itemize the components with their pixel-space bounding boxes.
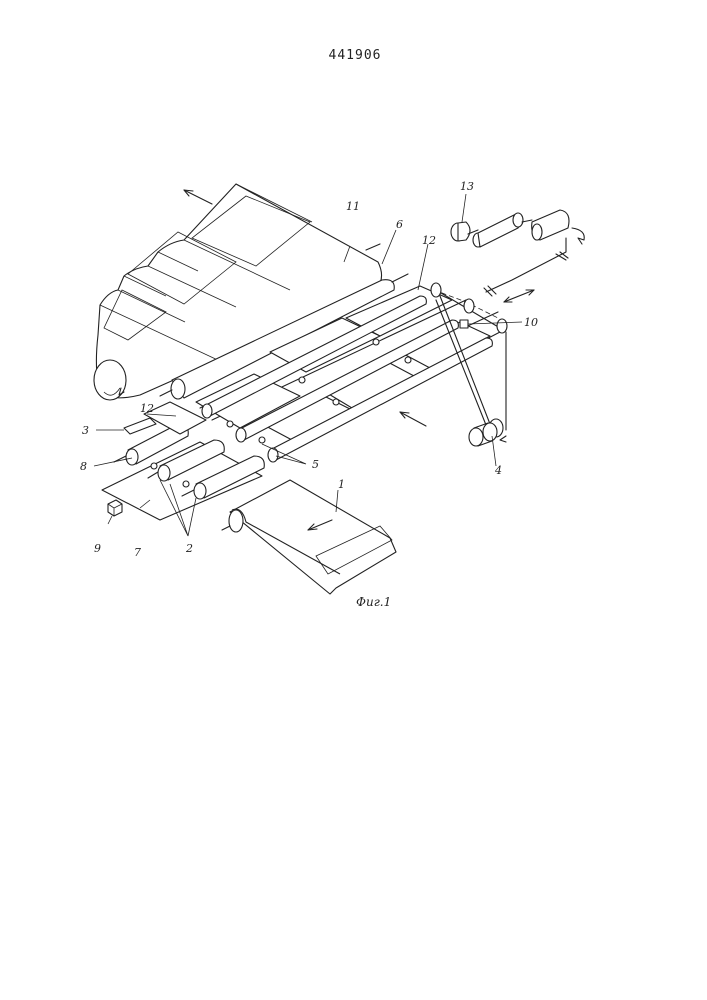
label-11: 11 — [346, 200, 360, 213]
label-8: 8 — [80, 460, 87, 473]
label-2: 2 — [185, 542, 193, 555]
input-roll-1 — [222, 480, 396, 594]
label-4: 4 — [494, 464, 502, 477]
figure-caption: Фиг.1 — [356, 595, 391, 609]
label-1: 1 — [338, 478, 345, 491]
label-3: 3 — [82, 424, 89, 437]
label-10: 10 — [524, 316, 538, 329]
label-12-right: 12 — [422, 234, 436, 247]
label-13: 13 — [460, 180, 474, 193]
label-6: 6 — [396, 218, 403, 231]
label-7: 7 — [134, 546, 141, 559]
drive-train-13 — [451, 210, 584, 302]
label-9: 9 — [94, 542, 101, 555]
flow-arrow-center — [400, 412, 426, 426]
label-5: 5 — [312, 458, 319, 471]
label-12-left: 12 — [140, 402, 154, 415]
